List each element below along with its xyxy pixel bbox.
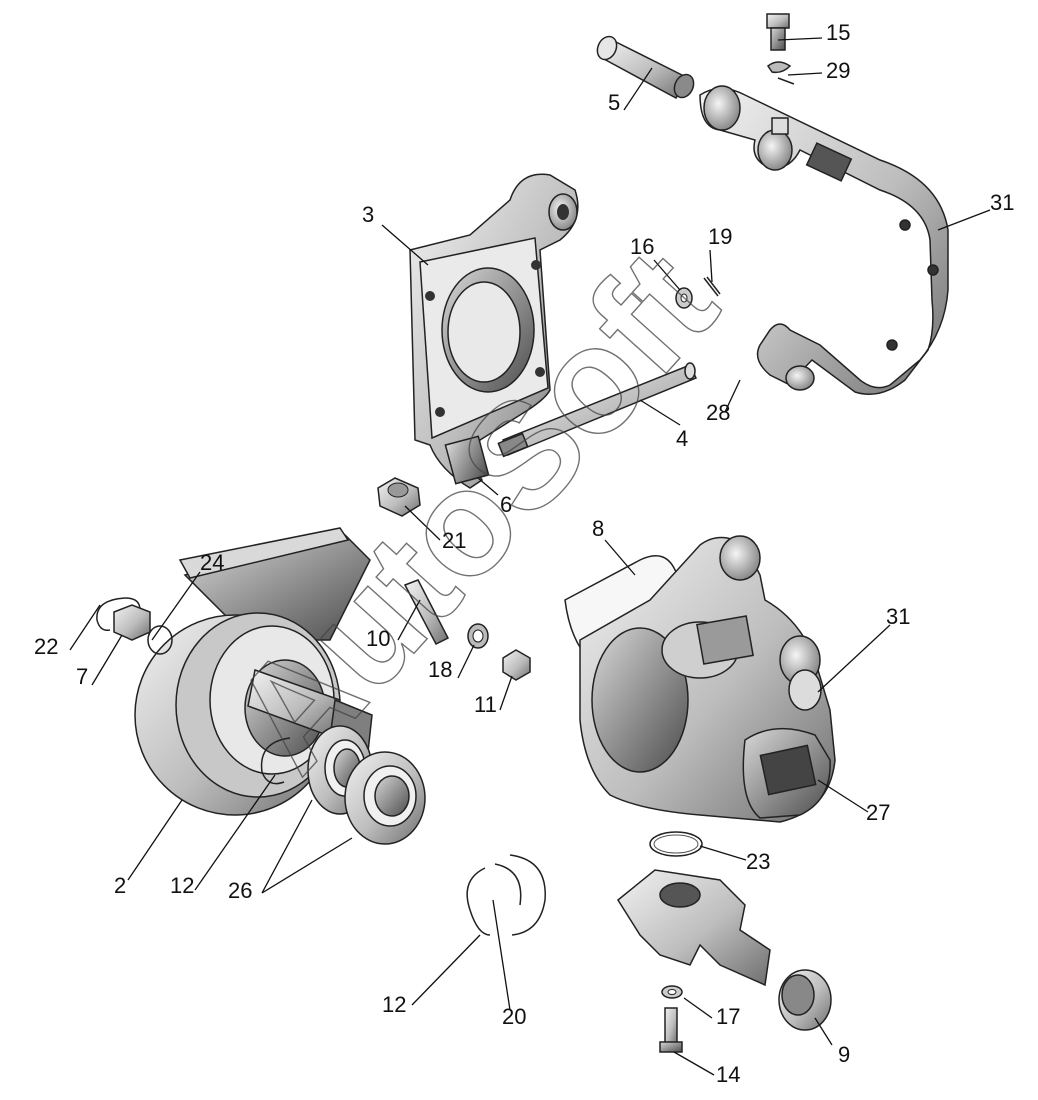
- part-20-nut: [377, 477, 421, 517]
- part-17-washer: [661, 985, 683, 999]
- part-19-cotter-pin: [703, 276, 721, 297]
- callout-5: 5: [608, 90, 620, 115]
- leader-lines: [69, 37, 991, 1076]
- callout-10: 10: [366, 626, 390, 651]
- callout-27: 29: [826, 58, 850, 83]
- callout-15: 15: [826, 20, 850, 45]
- part-5-pin: [596, 35, 695, 100]
- part-18-washer: [467, 623, 489, 649]
- part-16-washer: [675, 287, 693, 309]
- callout-12-lower: 12: [382, 992, 406, 1017]
- part-14-bolt: [659, 1007, 683, 1053]
- callout-4: 4: [676, 426, 688, 451]
- callout-28: 27: [866, 800, 890, 825]
- callout-3: 3: [362, 202, 374, 227]
- callout-29: 28: [706, 400, 730, 425]
- callout-23: 23: [746, 849, 770, 874]
- part-23-o-ring: [649, 831, 703, 857]
- part-27-washer: [766, 61, 795, 85]
- callout-11: 11: [474, 692, 497, 717]
- part-15-bolt: [766, 13, 790, 51]
- callout-30: 31: [990, 190, 1014, 215]
- callout-17: 17: [716, 1004, 740, 1029]
- callout-24: 24: [200, 550, 224, 575]
- part-12-circlip-lower: [466, 863, 522, 936]
- part-2-pulley: [134, 527, 373, 816]
- callout-8: 8: [592, 516, 604, 541]
- callout-20: 21: [442, 528, 466, 553]
- callout-14: 14: [716, 1062, 740, 1087]
- callout-26: 26: [228, 878, 252, 903]
- callout-6: 6: [500, 492, 512, 517]
- callout-21: 20: [502, 1004, 526, 1029]
- callout-22: 22: [34, 634, 58, 659]
- callout-18: 18: [428, 657, 452, 682]
- part-12-circlip-inner: [260, 737, 291, 785]
- callout-7: 7: [76, 664, 88, 689]
- callout-12-upper: 12: [170, 873, 194, 898]
- callout-16: 16: [630, 234, 654, 259]
- part-9-sleeve: [778, 969, 832, 1031]
- part-21-circlip: [509, 854, 546, 936]
- part-28-cover: [742, 727, 831, 819]
- callout-31: 31: [886, 604, 910, 629]
- callout-labels: 15 29 5 31 3 16 19 4 28 6 21 8 24 31 22 …: [34, 20, 1014, 1087]
- part-flange-fitting: [617, 869, 771, 987]
- part-24-o-ring: [147, 625, 173, 655]
- part-30-bracket: [699, 85, 949, 395]
- callout-19: 19: [708, 224, 732, 249]
- part-4-shaft: [497, 362, 698, 458]
- callout-2: 2: [114, 873, 126, 898]
- part-3-lever-housing: [409, 173, 579, 489]
- part-7-nut: [113, 604, 151, 641]
- part-11-nut: [502, 649, 531, 681]
- callout-9: 9: [838, 1042, 850, 1067]
- part-26-bearing-b: [344, 751, 426, 845]
- part-10-stud: [403, 579, 450, 645]
